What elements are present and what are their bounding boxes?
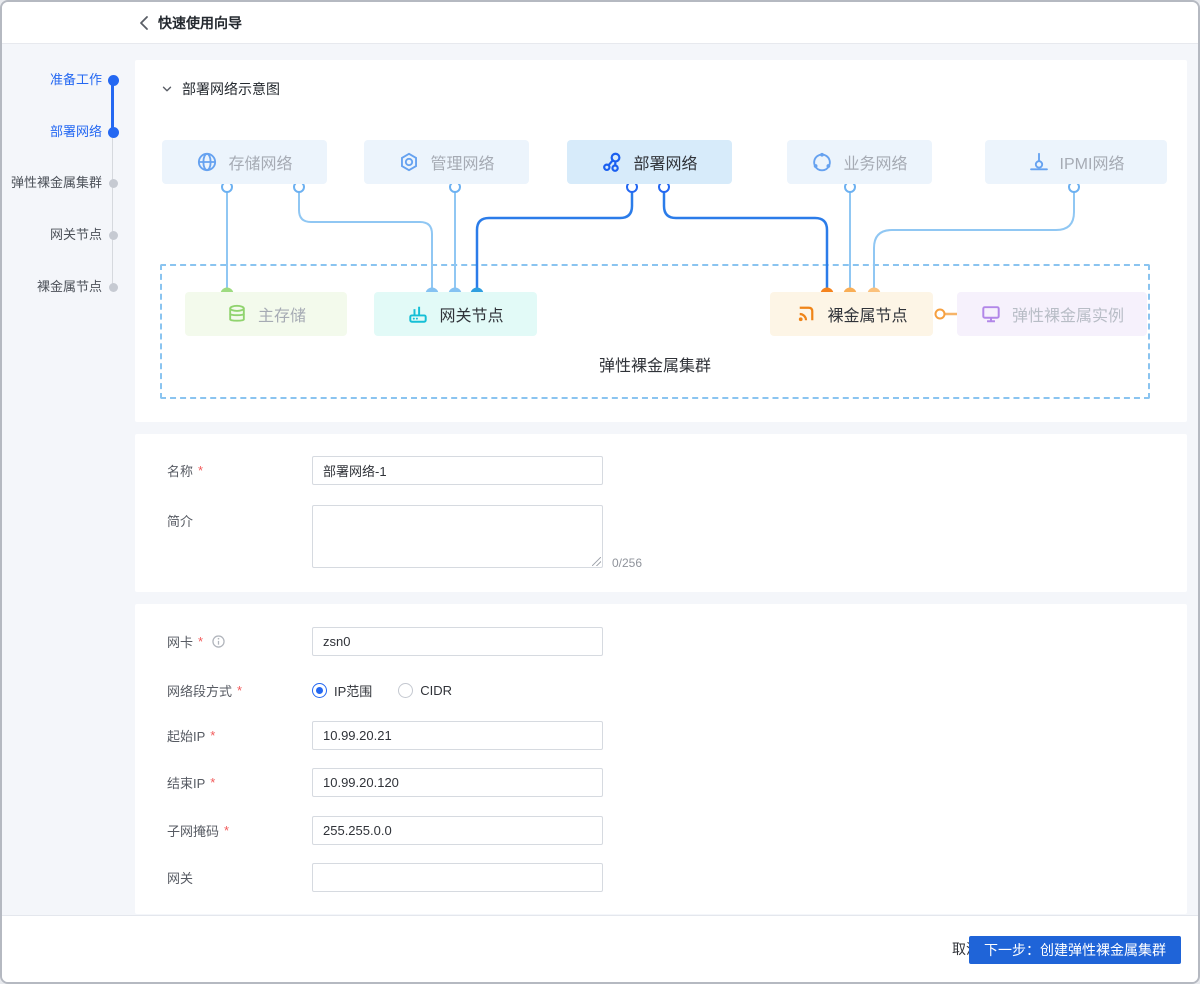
- node-baremetal: 裸金属节点: [770, 292, 933, 336]
- cast-icon: [795, 303, 817, 325]
- segment-mode-radio-group: IP范围 CIDR: [312, 676, 452, 704]
- segment-mode-field-label: 网络段方式*: [167, 676, 242, 704]
- footer-bar: 取消 下一步：创建弹性裸金属集群: [2, 915, 1198, 982]
- radio-circle: [398, 683, 413, 698]
- node-label: 裸金属节点: [827, 302, 907, 326]
- description-textarea[interactable]: [312, 505, 603, 568]
- node-label: 网关节点: [439, 302, 503, 326]
- required-marker: *: [210, 775, 215, 790]
- node-primary-storage: 主存储: [185, 292, 347, 336]
- end-ip-field-label: 结束IP*: [167, 768, 215, 796]
- network-config-card: 网卡* 网络段方式* IP范围 CIDR 起始IP* 结束IP*: [135, 604, 1187, 914]
- gateway-field-label: 网关: [167, 863, 193, 891]
- node-ipmi-network: IPMI网络: [985, 140, 1167, 184]
- radio-label: IP范围: [334, 681, 372, 700]
- nut-icon: [398, 151, 420, 173]
- resize-grip-icon[interactable]: [592, 557, 601, 566]
- name-input[interactable]: [312, 456, 603, 485]
- info-icon[interactable]: [211, 634, 226, 649]
- nic-input[interactable]: [312, 627, 603, 656]
- database-icon: [226, 303, 248, 325]
- step-nav: 准备工作 部署网络 弹性裸金属集群 网关节点 裸金属节点: [2, 44, 135, 644]
- node-label: 部署网络: [633, 150, 697, 174]
- node-baremetal-instance: 弹性裸金属实例: [957, 292, 1147, 336]
- radio-ip-range[interactable]: IP范围: [312, 681, 372, 700]
- node-storage-network: 存储网络: [162, 140, 327, 184]
- probe-icon: [1028, 151, 1050, 173]
- node-label: 存储网络: [228, 150, 292, 174]
- page-title: 快速使用向导: [158, 2, 242, 44]
- share-nodes-icon: [601, 151, 623, 173]
- monitor-icon: [980, 303, 1002, 325]
- cluster-label: 弹性裸金属集群: [160, 352, 1150, 376]
- node-label: 业务网络: [843, 150, 907, 174]
- required-marker: *: [210, 728, 215, 743]
- gateway-input[interactable]: [312, 863, 603, 892]
- sidebar-item-baremetal-cluster[interactable]: 弹性裸金属集群: [2, 174, 102, 192]
- router-icon: [407, 303, 429, 325]
- node-management-network: 管理网络: [364, 140, 529, 184]
- basic-info-card: 名称* 简介 0/256: [135, 434, 1187, 592]
- description-field-label: 简介: [167, 506, 193, 534]
- node-label: 管理网络: [430, 150, 494, 174]
- radio-cidr[interactable]: CIDR: [398, 683, 452, 698]
- step-connector-active: [111, 84, 114, 130]
- nic-field-label: 网卡*: [167, 627, 226, 655]
- sidebar-item-baremetal-node[interactable]: 裸金属节点: [2, 278, 102, 296]
- name-field-label: 名称*: [167, 456, 203, 484]
- step-dot-deploy-network: [108, 127, 119, 138]
- radio-circle: [312, 683, 327, 698]
- node-label: 弹性裸金属实例: [1012, 302, 1124, 326]
- step-dot-prepare: [108, 75, 119, 86]
- step-dot-gateway-node: [109, 231, 118, 240]
- netmask-field-label: 子网掩码*: [167, 816, 229, 844]
- back-icon[interactable]: [135, 13, 155, 33]
- radio-dot: [316, 687, 323, 694]
- cluster-icon: [811, 151, 833, 173]
- node-label: IPMI网络: [1060, 150, 1125, 174]
- required-marker: *: [237, 683, 242, 698]
- required-marker: *: [198, 634, 203, 649]
- radio-label: CIDR: [420, 683, 452, 698]
- netmask-input[interactable]: [312, 816, 603, 845]
- globe-icon: [196, 151, 218, 173]
- node-label: 主存储: [258, 302, 306, 326]
- node-gateway: 网关节点: [374, 292, 537, 336]
- char-counter: 0/256: [612, 556, 642, 570]
- sidebar-item-deploy-network[interactable]: 部署网络: [2, 123, 102, 141]
- sidebar-item-prepare[interactable]: 准备工作: [2, 71, 102, 89]
- node-deploy-network: 部署网络: [567, 140, 732, 184]
- required-marker: *: [198, 463, 203, 478]
- start-ip-input[interactable]: [312, 721, 603, 750]
- step-connector: [112, 138, 113, 284]
- required-marker: *: [224, 823, 229, 838]
- sidebar-item-gateway-node[interactable]: 网关节点: [2, 226, 102, 244]
- diagram-card: 部署网络示意图: [135, 60, 1187, 422]
- step-dot-baremetal-cluster: [109, 179, 118, 188]
- end-ip-input[interactable]: [312, 768, 603, 797]
- top-bar: 快速使用向导: [2, 2, 1198, 44]
- description-textarea-wrap: [312, 505, 603, 568]
- node-business-network: 业务网络: [787, 140, 932, 184]
- next-step-button[interactable]: 下一步：创建弹性裸金属集群: [969, 936, 1181, 964]
- start-ip-field-label: 起始IP*: [167, 721, 215, 749]
- step-dot-baremetal-node: [109, 283, 118, 292]
